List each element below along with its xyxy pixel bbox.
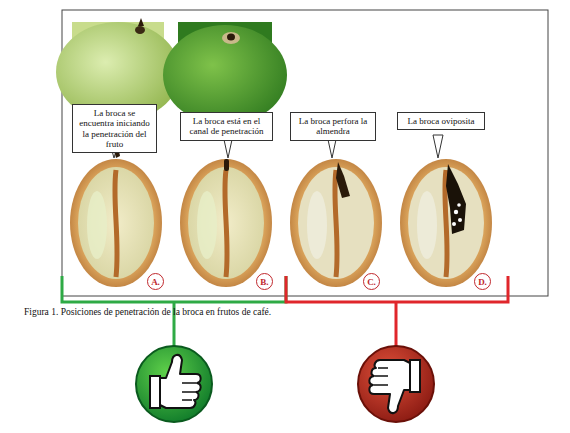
callout-box: La broca está en el canal de penetración xyxy=(180,112,273,141)
callout-text: La broca perfora la almendra xyxy=(295,116,371,137)
callout-text: La broca se encuentra iniciando la penet… xyxy=(77,108,152,149)
callout-text: La broca está en el canal de penetración xyxy=(185,116,268,137)
fruit-section xyxy=(180,159,272,287)
callout-letter: A. xyxy=(147,273,164,290)
fruit-section xyxy=(70,146,162,287)
callout-text: La broca oviposita xyxy=(402,116,480,126)
callout-letter: C. xyxy=(363,273,380,290)
thumbs-down-icon xyxy=(358,346,434,422)
fruit-section xyxy=(400,159,492,287)
callout-tail xyxy=(109,135,443,158)
callout-letter-text: D. xyxy=(478,277,487,287)
fruit-photo xyxy=(163,22,287,125)
callout-box: La broca se encuentra iniciando la penet… xyxy=(72,104,157,153)
fruit-section xyxy=(290,159,382,287)
callout-letter-text: A. xyxy=(151,277,160,287)
figure-caption: Figura 1. Posiciones de penetración de l… xyxy=(24,307,271,317)
callout-letter: B. xyxy=(256,273,273,290)
callout-letter-text: C. xyxy=(367,277,376,287)
callout-box: La broca perfora la almendra xyxy=(290,112,376,141)
callout-letter: D. xyxy=(474,273,491,290)
thumbs-up-icon xyxy=(136,346,212,422)
callout-letter-text: B. xyxy=(260,277,268,287)
callout-box: La broca oviposita xyxy=(397,112,485,130)
